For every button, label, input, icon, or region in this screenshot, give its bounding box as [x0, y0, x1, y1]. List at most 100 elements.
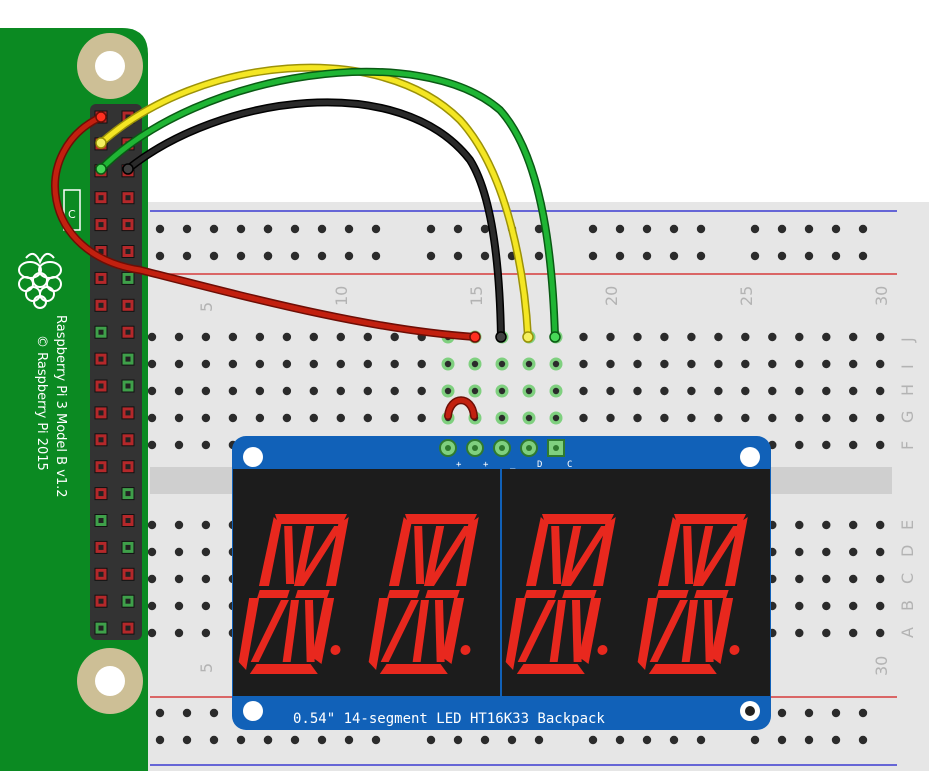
rail-hole — [426, 735, 436, 745]
breadboard-hole — [174, 440, 184, 450]
rail-hole — [371, 251, 381, 261]
svg-text:C: C — [68, 208, 76, 221]
breadboard-hole — [849, 332, 858, 342]
digit-segment — [442, 598, 465, 664]
rail-hole — [696, 251, 706, 261]
rail-hole — [750, 735, 760, 745]
breadboard-hole — [174, 547, 184, 557]
breadboard-hole — [741, 359, 750, 369]
row-letter-d: D — [898, 545, 917, 557]
rail-hole — [534, 251, 544, 261]
digit-segment — [649, 600, 688, 662]
digit-segment — [379, 664, 448, 674]
row-letter-a: A — [898, 627, 917, 638]
backpack-label: 0.54" 14-segment LED HT16K33 Backpack — [293, 711, 605, 727]
digit-segment — [325, 517, 349, 586]
rail-hole — [831, 735, 841, 745]
digit-segment — [258, 517, 282, 586]
rail-hole — [642, 735, 652, 745]
breadboard-hole — [687, 386, 696, 396]
row-letter-f: F — [898, 441, 917, 450]
breadboard-hole — [714, 386, 723, 396]
digit-segment — [657, 517, 681, 586]
rail-hole — [858, 735, 868, 745]
rail-hole — [507, 735, 517, 745]
breadboard-hole — [795, 547, 804, 557]
row-letter-c: C — [898, 573, 917, 584]
wire-endpoints — [95, 111, 561, 343]
decimal-point — [729, 645, 740, 655]
rail-hole — [371, 735, 381, 745]
breadboard-hole — [147, 386, 157, 396]
rail-hole — [182, 251, 192, 261]
rail-hole — [858, 251, 868, 261]
breadboard-hole — [363, 413, 372, 423]
rail-hole — [831, 251, 841, 261]
breadboard-hole — [282, 413, 292, 423]
breadboard-hole — [633, 359, 642, 369]
rail-hole — [182, 708, 192, 718]
breadboard-hole — [282, 386, 292, 396]
breadboard-hole — [201, 332, 211, 342]
digit-segment — [295, 526, 343, 586]
breadboard-hole — [579, 413, 588, 423]
rail-hole — [182, 735, 192, 745]
digit-segment — [282, 600, 299, 662]
raspberry-pi-board: C Raspberry Pi 3 Model B v1.2 © Raspberr… — [0, 28, 148, 771]
breadboard-hole — [201, 601, 211, 611]
backpack-hole-bottom-left — [243, 701, 263, 721]
breadboard-hole — [579, 386, 588, 396]
decimal-point — [597, 645, 608, 655]
breadboard-hole — [282, 359, 292, 369]
rail-hole — [858, 224, 868, 234]
breadboard-hole — [849, 359, 858, 369]
breadboard-hole — [849, 628, 858, 638]
rail-hole — [696, 735, 706, 745]
breadboard-hole — [174, 574, 184, 584]
display-digit-2 — [368, 514, 479, 674]
display-digit-4 — [637, 514, 748, 674]
digit-segment — [425, 526, 473, 586]
digit-segment — [295, 590, 330, 598]
display-digit-3 — [505, 514, 616, 674]
rail-hole — [669, 735, 679, 745]
rail-hole — [534, 224, 544, 234]
digit-segment — [516, 664, 585, 674]
rail-hole — [236, 251, 246, 261]
rail-hole — [453, 735, 463, 745]
digit-segment — [692, 526, 714, 586]
digit-segment — [275, 514, 347, 524]
breadboard-hole — [795, 386, 804, 396]
rail-hole — [155, 224, 165, 234]
breadboard-hole — [606, 332, 615, 342]
rail-hole — [344, 735, 354, 745]
black-wire — [124, 98, 505, 341]
rail-hole — [588, 251, 598, 261]
top-column-numbers: 5 10 15 20 25 30 — [197, 286, 891, 312]
breadboard-hole — [768, 332, 777, 342]
breadboard-hole — [390, 359, 399, 369]
breadboard-hole — [876, 359, 885, 369]
rail-hole — [290, 251, 300, 261]
rail-hole — [615, 224, 625, 234]
breadboard-hole — [390, 413, 399, 423]
rail-hole — [588, 735, 598, 745]
pin-label-ground: _ — [510, 460, 516, 470]
breadboard-hole — [795, 628, 804, 638]
breadboard-hole — [255, 359, 265, 369]
col-number-10: 10 — [332, 286, 351, 306]
digit-segment — [238, 598, 260, 670]
col-number-5: 5 — [197, 302, 216, 312]
row-letter-i: I — [898, 364, 917, 369]
rail-hole — [344, 224, 354, 234]
rail-hole — [263, 224, 273, 234]
breadboard-hole — [147, 628, 157, 638]
digit-segment — [525, 517, 549, 586]
breadboard-hole — [201, 359, 211, 369]
rail-hole — [777, 735, 787, 745]
breadboard-hole — [876, 386, 885, 396]
breadboard-hole — [741, 332, 750, 342]
rail-hole — [209, 708, 219, 718]
yellow-wire — [97, 63, 532, 341]
rail-hole — [480, 735, 490, 745]
